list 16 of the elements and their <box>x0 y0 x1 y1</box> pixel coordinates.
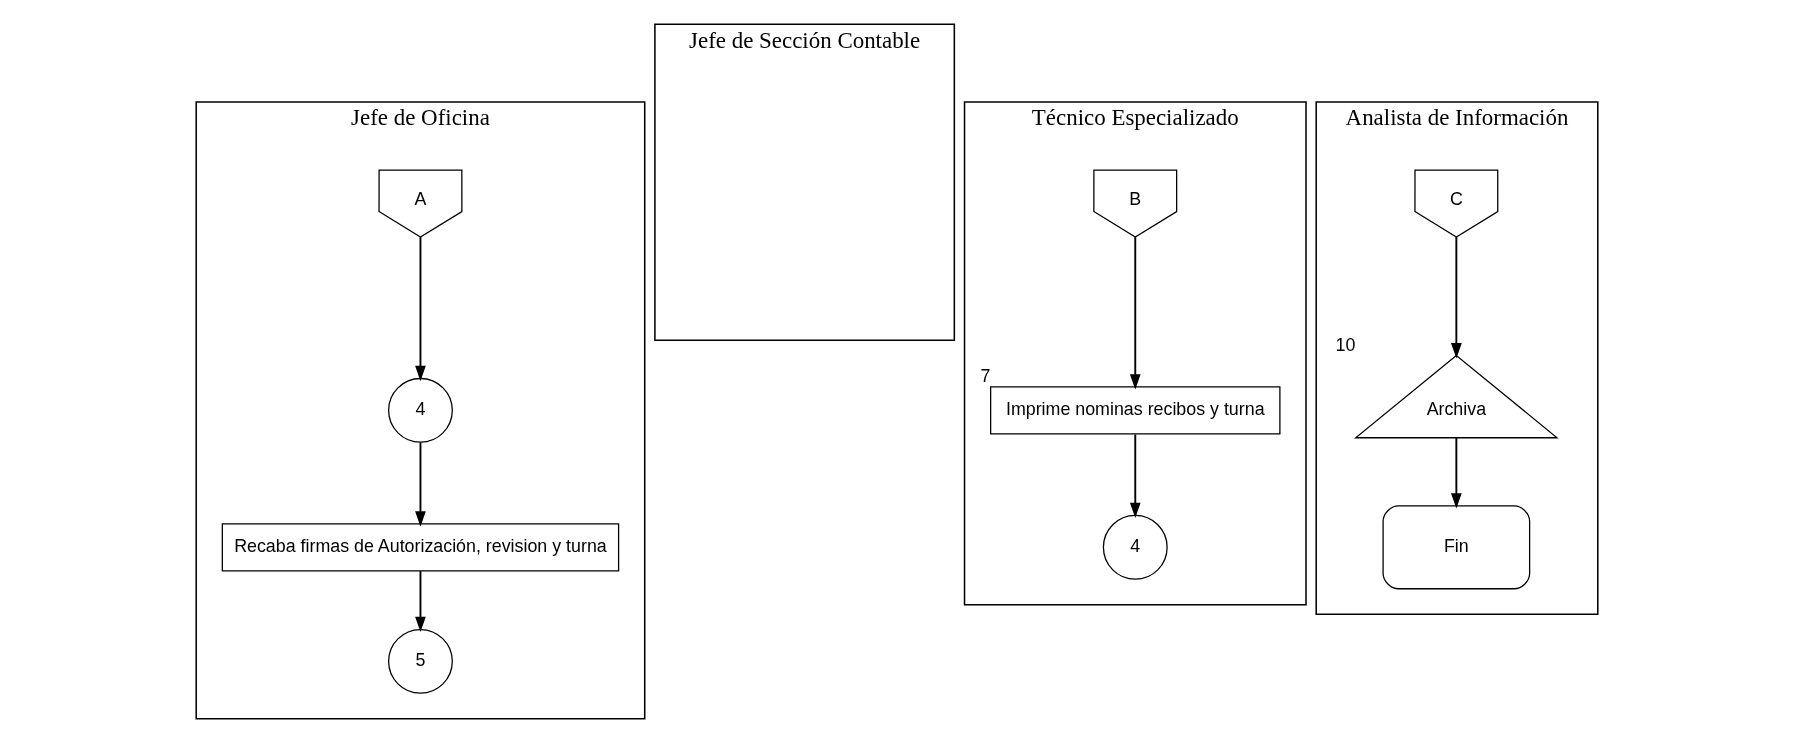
arrow <box>1129 433 1141 518</box>
node-box: Recaba firmas de Autorización, revision y turna <box>221 522 620 572</box>
node-circle: 5 <box>387 628 453 694</box>
node-box: Jefe de Sección Contable <box>654 23 956 341</box>
node-circle: 4 <box>1102 514 1168 580</box>
node-box: Fin <box>1382 504 1531 589</box>
node-circle: 4 <box>387 377 453 443</box>
arrow <box>1129 235 1141 390</box>
node-label: 10 <box>1335 334 1356 355</box>
arrow <box>415 441 426 527</box>
arrow <box>1451 235 1462 358</box>
arrow <box>415 569 426 632</box>
arrow <box>415 235 426 381</box>
node-label: 7 <box>980 365 991 386</box>
node-box: Imprime nominas recibos y turna <box>990 385 1281 435</box>
arrow <box>1451 436 1462 508</box>
